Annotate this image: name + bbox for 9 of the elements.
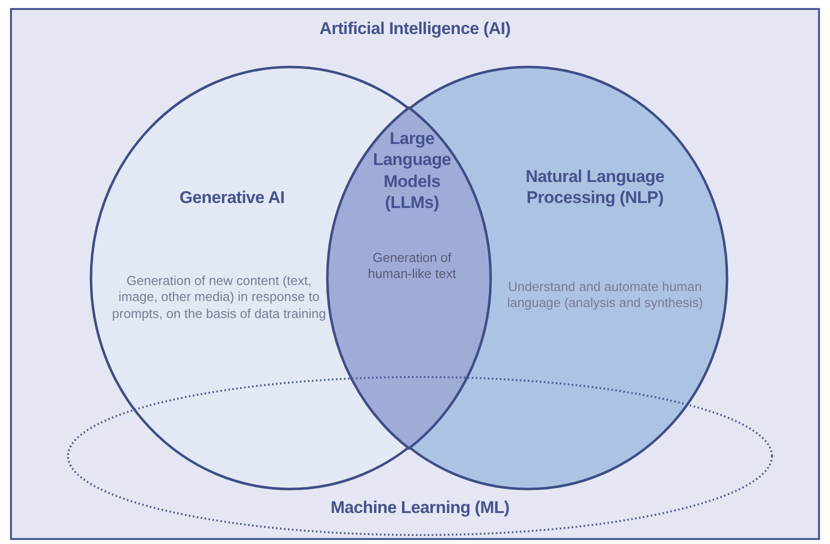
circle-heading: Generative AI [178, 187, 286, 208]
overlap-description: Generation of human-like text [366, 250, 458, 282]
overlap-heading: Large Language Models (LLMs) [372, 128, 452, 213]
ellipse-heading: Machine Learning (ML) [330, 497, 510, 518]
circle-description: Generation of new content (text, image, other media) in response to prompts, on the basis of data training [111, 273, 327, 322]
region-heading: Artificial Intelligence (AI) [318, 18, 512, 40]
ai-region-box [10, 8, 820, 540]
circle-description: Understand and automate human language (analysis and synthesis) [506, 279, 704, 312]
circle-heading: Natural Language Processing (NLP) [524, 166, 666, 208]
